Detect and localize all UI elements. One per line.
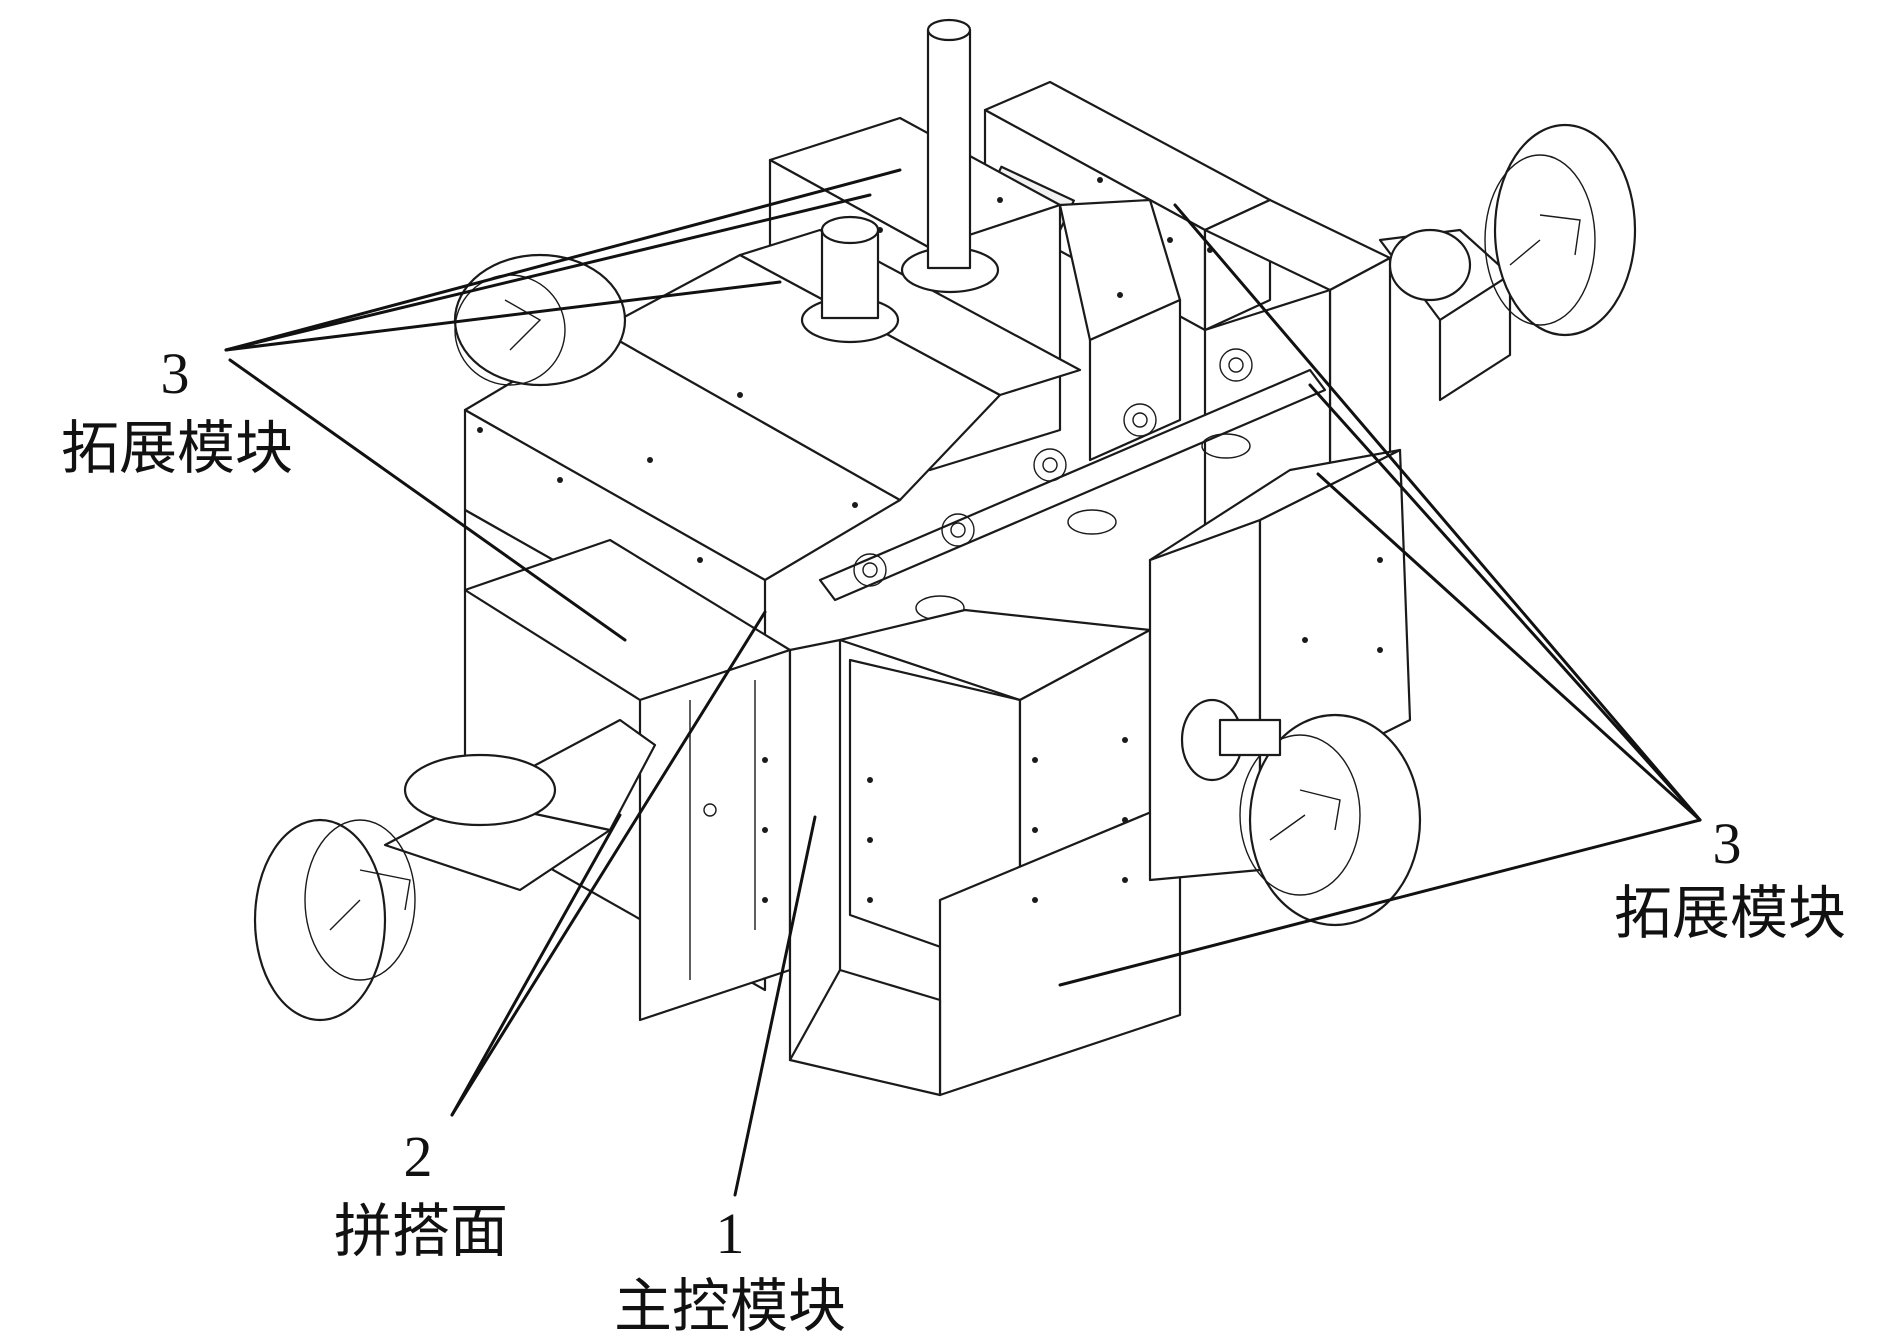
leader-line-module1 bbox=[733, 815, 817, 1197]
thruster-front-left bbox=[253, 718, 657, 1022]
leader-lines-module3-left bbox=[224, 168, 902, 642]
module3-right-number: 3 bbox=[1712, 811, 1742, 876]
module1-number: 1 bbox=[715, 1201, 745, 1266]
bolts bbox=[477, 177, 1383, 903]
short-mast bbox=[800, 215, 900, 344]
leader-lines-module2 bbox=[450, 610, 767, 1117]
module1-label: 主控模块 bbox=[613, 1274, 846, 1339]
leader-lines-module3-right bbox=[1058, 203, 1702, 987]
thruster-front-right bbox=[1180, 698, 1422, 927]
module2-label: 拼搭面 bbox=[333, 1199, 508, 1264]
module2-number: 2 bbox=[403, 1124, 433, 1189]
module3-left-number: 3 bbox=[160, 341, 190, 406]
thruster-back-left bbox=[453, 253, 627, 387]
module3-right-label: 拓展模块 bbox=[1613, 881, 1846, 946]
module3-left-label: 拓展模块 bbox=[60, 416, 293, 481]
main-control-module bbox=[788, 608, 1182, 1097]
thruster-back-right bbox=[1378, 123, 1637, 402]
coupling-rail bbox=[635, 348, 1327, 621]
tall-mast bbox=[900, 18, 1000, 294]
